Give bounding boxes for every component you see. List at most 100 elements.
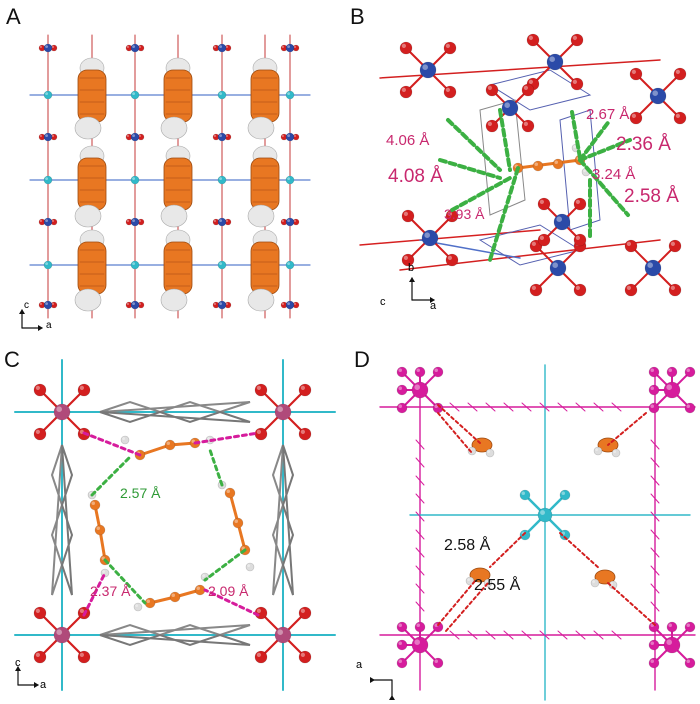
oxygen-atom [77,383,91,397]
linker [650,601,660,612]
oxygen-atom [33,606,47,620]
metal-atom [217,217,227,227]
atom-highlight [219,134,223,138]
hydrogen-atom [120,435,130,445]
oxygen-atom [519,489,531,501]
metal-atom [217,300,227,310]
atom-highlight [467,578,470,581]
atom-highlight [213,45,216,48]
panel-c: C 2.57 Å 2.37 Å 2.09 Å c a [0,345,350,704]
linker [539,402,550,412]
linker [650,457,660,468]
hydrogen-sphere [74,288,102,312]
oxygen-atom [668,239,682,253]
hydrogen-atom [611,448,621,458]
linker [415,511,425,522]
atom-highlight [487,121,492,126]
hydrogen-bond [488,166,520,262]
metal-atom [43,300,53,310]
oxygen-atom [624,239,638,253]
hydrogen-atom [133,602,143,612]
atom-highlight [668,623,672,627]
guest-bond [98,528,107,562]
metal-atom [285,132,295,142]
atom-highlight [138,45,141,48]
metal-atom [553,213,571,231]
atom-highlight [256,385,261,390]
oxygen-atom [570,33,584,47]
atom-highlight [166,441,170,445]
oxygen-atom [401,209,415,223]
distance-label: 2.67 Å [586,106,630,123]
hydrogen-bond [193,431,260,445]
cyan-atom [217,90,227,100]
atom-highlight [398,368,402,372]
atom-highlight [528,79,533,84]
panel-c-structure [14,359,336,691]
atom-highlight [135,604,139,607]
atom-highlight [287,302,290,305]
atom-highlight [539,199,544,204]
atom-highlight [398,659,402,663]
atom-highlight [225,302,228,306]
cyan-atom [130,90,140,100]
panel-label-b: B [350,4,365,29]
linker [650,475,660,486]
cyan-atom [43,260,53,270]
carbon-atom [232,517,244,529]
oxygen-atom [673,67,687,81]
atom-highlight [234,519,238,523]
panel-b-structure [359,33,687,303]
ring-outline [559,109,601,231]
oxygen-atom [432,366,444,378]
atom-highlight [523,85,528,90]
atom-highlight [219,219,223,223]
metal-atom [644,259,662,277]
linker [503,630,514,640]
atom-highlight [56,406,62,412]
linker [650,529,660,540]
hydrogen-bond [570,110,582,160]
atom-highlight [447,255,452,260]
atom-highlight [132,45,136,48]
atom-highlight [575,285,580,290]
oxygen-atom [396,621,408,633]
linker [593,402,604,412]
panel-label-d: D [354,347,370,372]
hydrogen-bond [450,176,512,212]
guest-molecule [471,437,493,453]
atom-highlight [277,629,284,635]
oxygen-atom [298,427,312,441]
carbon-atom [224,487,236,499]
metal-atom [274,626,292,644]
atom-highlight [132,302,136,305]
linker [521,630,532,640]
atom-highlight [91,501,95,505]
oxygen-atom [666,366,678,378]
oxygen-atom [396,384,408,396]
atom-highlight [650,368,654,372]
linker [575,630,586,640]
hydrogen-atom [590,578,600,588]
atom-highlight [670,241,675,246]
oxygen-atom [432,657,444,669]
oxygen-atom [414,366,426,378]
atom-highlight [126,219,129,222]
oxygen-atom [396,366,408,378]
metal-atom [53,403,71,421]
guest-bond [516,158,582,170]
panel-label-c: C [4,347,20,372]
metal-atom [274,403,292,421]
atom-highlight [219,92,223,95]
atom-highlight [398,404,402,408]
axis-arrow-head [389,695,395,700]
hydrogen-sphere [160,288,188,312]
atom-highlight [592,580,595,583]
atom-highlight [666,384,672,390]
atom-highlight [256,429,261,434]
atom-highlight [225,134,228,137]
linker [467,630,478,640]
distance-label: 2.58 Å [444,537,491,554]
oxygen-atom [401,253,415,267]
atom-highlight [79,608,84,613]
